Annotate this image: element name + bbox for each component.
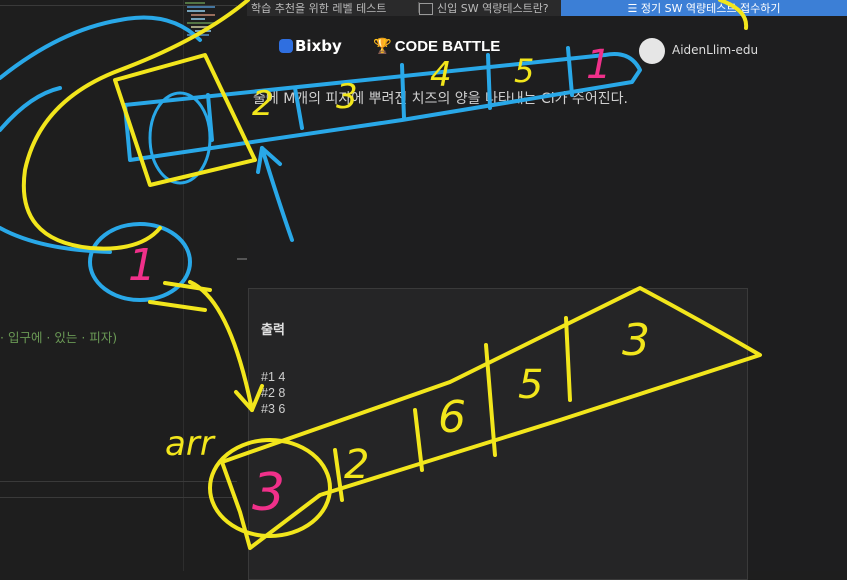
output-title: 출력 xyxy=(261,323,285,338)
avatar[interactable] xyxy=(639,38,665,64)
bixby-b-icon xyxy=(279,39,293,53)
nav-link-sw-test-info[interactable]: 신입 SW 역량테스트란? xyxy=(437,2,549,15)
code-battle-logo[interactable]: 🏆CODE BATTLE xyxy=(373,37,500,55)
top-navigation-strip: 학습 추천을 위한 레벨 테스트 | 신입 SW 역량테스트란? ☰ 정기 SW… xyxy=(247,0,847,16)
editor-minimap[interactable] xyxy=(183,0,237,60)
username[interactable]: AidenLlim-edu xyxy=(672,43,759,57)
code-editor[interactable]: · 입구에 · 있는 · 피자) xyxy=(0,0,247,571)
code-battle-text: CODE BATTLE xyxy=(394,38,501,55)
nav-separator: | xyxy=(417,0,421,13)
nav-link-level-test[interactable]: 학습 추천을 위한 레벨 테스트 xyxy=(251,2,387,15)
problem-page: 학습 추천을 위한 레벨 테스트 | 신입 SW 역량테스트란? ☰ 정기 SW… xyxy=(247,0,847,580)
code-comment-line: · 입구에 · 있는 · 피자) xyxy=(0,330,118,345)
register-button-label: 정기 SW 역량테스트 접수하기 xyxy=(640,2,781,15)
output-section: 출력 #1 4 #2 8 #3 6 xyxy=(248,288,748,580)
bixby-logo[interactable]: Bixby xyxy=(279,37,342,55)
site-header: Bixby 🏆CODE BATTLE AidenLlim-edu xyxy=(247,16,847,74)
output-line: #2 8 xyxy=(261,386,286,400)
editor-divider xyxy=(0,481,237,482)
monitor-icon xyxy=(419,3,433,15)
problem-description: 줄에 M개의 피자에 뿌려진 치즈의 양을 나타내는 Ci가 주어진다. xyxy=(253,91,628,107)
list-icon: ☰ xyxy=(627,2,641,15)
trophy-icon: 🏆 xyxy=(373,38,392,55)
editor-divider xyxy=(0,497,237,498)
output-line: #3 6 xyxy=(261,402,286,416)
output-line: #1 4 xyxy=(261,370,286,384)
register-sw-test-button[interactable]: ☰ 정기 SW 역량테스트 접수하기 xyxy=(561,0,847,16)
editor-scrollbar[interactable] xyxy=(183,0,184,571)
editor-divider xyxy=(0,5,237,6)
bixby-logo-text: Bixby xyxy=(295,37,342,55)
output-lines: #1 4 #2 8 #3 6 xyxy=(261,369,285,417)
panel-resize-handle[interactable] xyxy=(237,258,247,260)
